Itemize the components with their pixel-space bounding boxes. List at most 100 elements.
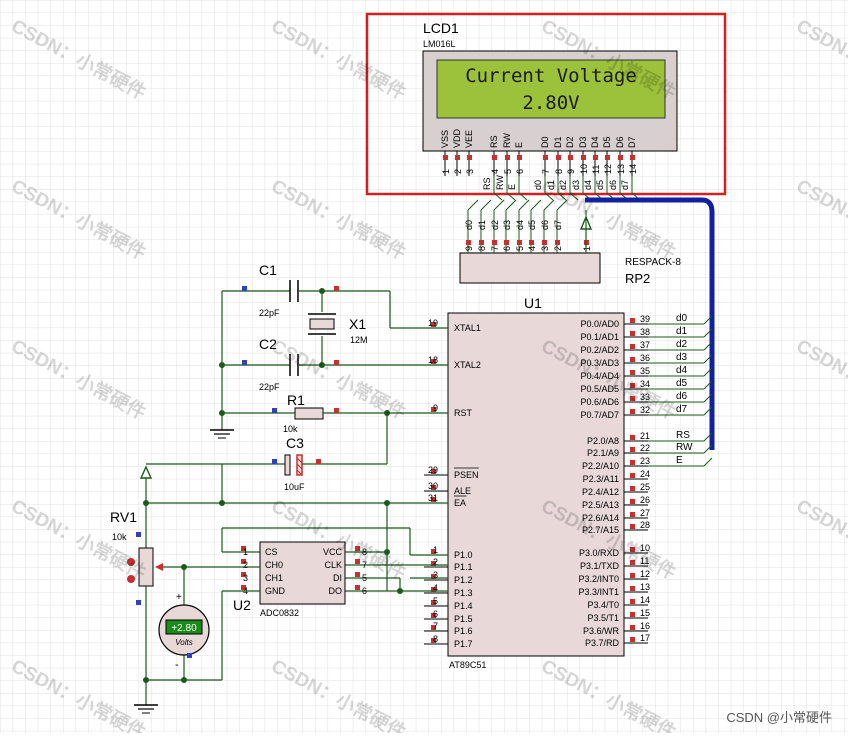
lcd-pin-number: 4 — [490, 169, 500, 174]
mcu-pin-number: 31 — [428, 493, 438, 503]
lcd-net-label: d2 — [558, 180, 568, 190]
mcu-pin-label: P0.6/AD6 — [580, 397, 619, 407]
mcu-pin-label: P0.2/AD2 — [580, 345, 619, 355]
mcu-pin-number: 9 — [433, 403, 438, 413]
lcd-pin-label: RW — [502, 133, 512, 148]
mcu-pin-number: 16 — [640, 621, 650, 631]
rp-power-arrow-icon — [579, 215, 593, 230]
mcu-pin-number: 15 — [640, 608, 650, 618]
adc-pin-label: GND — [265, 586, 286, 596]
mcu-net-label: d5 — [676, 378, 688, 389]
lcd-pin-number: 9 — [566, 169, 576, 174]
mcu-pin-label: P3.6/WR — [583, 626, 620, 636]
c3-ref: C3 — [286, 435, 304, 451]
adc-pin-label: DO — [329, 586, 343, 596]
mcu-pin-number: 23 — [640, 456, 650, 466]
mcu-pin-label: P2.5/A13 — [582, 500, 619, 510]
potentiometer-rv1[interactable]: RV1 10k — [110, 509, 260, 714]
mcu-pin-label: P1.1 — [454, 562, 473, 572]
adc-model: ADC0832 — [260, 608, 299, 618]
mcu-pin-label: P3.2/INT0 — [578, 574, 619, 584]
mcu-body — [447, 312, 625, 657]
rp-pin-label: d2 — [490, 220, 500, 230]
mcu-pin-label: P0.1/AD1 — [580, 332, 619, 342]
lcd-net-label: d5 — [595, 180, 605, 190]
lcd-pin-label: D7 — [627, 136, 637, 148]
lcd-net-label: d3 — [571, 180, 581, 190]
c2-value: 22pF — [259, 382, 280, 392]
mcu-pin-number: 12 — [640, 569, 650, 579]
mcu-pin-label: P2.1/A9 — [587, 448, 619, 458]
rp-pin-label: d3 — [502, 220, 512, 230]
voltmeter[interactable]: +2.80 Volts + - — [158, 567, 210, 680]
mcu-pin-number: 37 — [640, 340, 650, 350]
mcu-net-label: d6 — [676, 391, 688, 402]
lcd-pin-number: 11 — [591, 165, 601, 174]
lcd-model: LM016L — [423, 39, 456, 49]
mcu-pin-number: 39 — [640, 314, 650, 324]
mcu-pin-label: P3.3/INT1 — [578, 587, 619, 597]
lcd-pin-number: 5 — [503, 169, 513, 174]
mcu-pin-label: P1.2 — [454, 575, 473, 585]
lcd-line2: 2.80V — [522, 92, 579, 114]
lcd-net-label: E — [507, 184, 517, 190]
lcd-screen — [436, 59, 666, 119]
voltmeter-reading: +2.80 — [171, 623, 197, 634]
lcd-pin-label: D5 — [602, 136, 612, 148]
lcd-net-label: d7 — [620, 180, 630, 190]
mcu-pin-number: 24 — [640, 469, 650, 479]
lcd-pin-label: D4 — [590, 136, 600, 148]
mcu-pin-number: 5 — [433, 596, 438, 606]
mcu-pin-number: 18 — [428, 355, 438, 365]
lcd-net-label: d0 — [533, 180, 543, 190]
mcu-pin-label: P1.3 — [454, 588, 473, 598]
adc-pin-label: VCC — [323, 547, 343, 557]
mcu-pin-label: P3.0/RXD — [579, 548, 620, 558]
rp-pin-number: 8 — [477, 246, 487, 251]
mcu-pin-label: P3.7/RD — [585, 638, 620, 648]
mcu-pin-number: 2 — [433, 557, 438, 567]
lcd-module[interactable]: LCD1 LM016L Current Voltage 2.80V VSS1VD… — [365, 12, 727, 196]
lcd-pin-label: E — [514, 142, 524, 148]
lcd-net-label: RW — [495, 175, 505, 190]
adc-pin-number: 2 — [243, 560, 248, 570]
data-bus — [585, 197, 715, 450]
lcd-line1: Current Voltage — [465, 65, 637, 87]
rp-pin-number: 3 — [540, 246, 550, 251]
mcu-net-label: d1 — [676, 326, 688, 337]
mcu-pin-label: XTAL2 — [454, 360, 481, 370]
adc-pin-number: 6 — [362, 586, 367, 596]
mcu-pin-label: P1.4 — [454, 601, 473, 611]
mcu-pin-number: 33 — [640, 392, 650, 402]
mcu-net-label: d3 — [676, 352, 688, 363]
rp-pin-label: d1 — [477, 220, 487, 230]
lcd-pin-number: 12 — [603, 164, 613, 174]
mcu-pin-number: 1 — [433, 545, 438, 555]
adc-pin-label: DI — [333, 573, 342, 583]
lcd-pin-number: 2 — [453, 169, 463, 174]
mcu-pin-label: P0.7/AD7 — [580, 410, 619, 420]
adc-body — [259, 541, 346, 605]
lcd-net-label: RS — [482, 177, 492, 190]
mcu-pin-label: P2.2/A10 — [582, 461, 619, 471]
mcu-pin-label: P2.0/A8 — [587, 436, 619, 446]
mcu-net-label: d7 — [676, 404, 688, 415]
lcd-pin-label: RS — [489, 135, 499, 148]
lcd-pin-label: VEE — [464, 130, 474, 148]
mcu-pin-number: 35 — [640, 366, 650, 376]
mcu-pin-label: P3.4/T0 — [587, 600, 619, 610]
crystal-circuit[interactable]: C1 22pF X1 12M C2 22pF — [210, 262, 448, 439]
rp-model: RESPACK-8 — [625, 257, 681, 268]
lcd-pin-number: 1 — [441, 169, 451, 174]
voltmeter-display — [165, 619, 203, 635]
mcu-pin-number: 13 — [640, 582, 650, 592]
reset-circuit[interactable]: R1 10k C3 10uF — [146, 392, 448, 492]
x1-ref: X1 — [349, 316, 366, 332]
rp-pin-label: d0 — [464, 220, 474, 230]
